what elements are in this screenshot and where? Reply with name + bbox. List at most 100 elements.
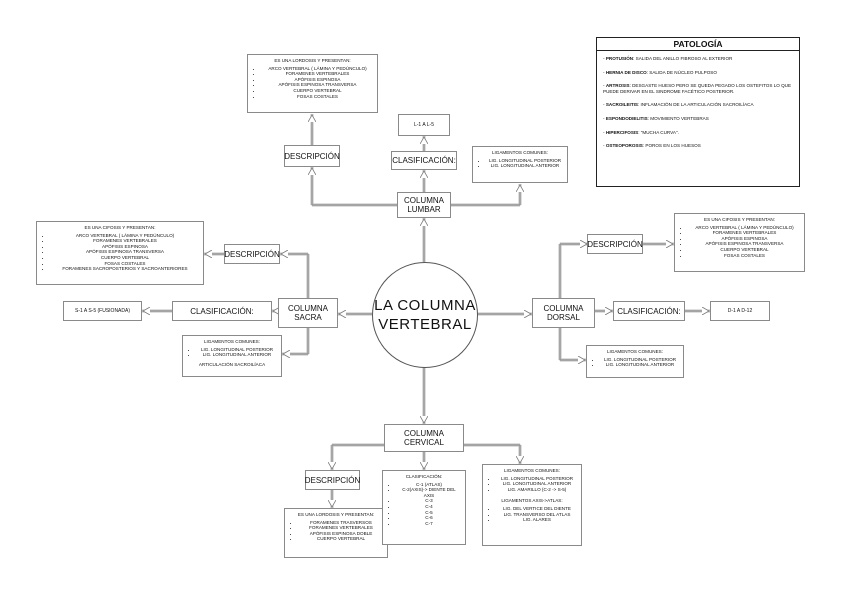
patologia-term: ESPONDODIELITIS: [605, 115, 648, 121]
list-item: FORAMENES VERTEBRALES: [51, 238, 199, 244]
dorsal-descripcion-box: ES UNA CIFOSIS Y PRESENTAN: ARCO VERTEBR…: [674, 213, 805, 272]
list-item: FOSAS COSTALES: [51, 261, 199, 267]
patologia-item: - HERNIA DE DISCO: SALIDA DE NÚCLEO PULP…: [603, 69, 717, 75]
list-item: LIG. LONGITUDINAL POSTERIOR: [497, 476, 577, 482]
patologia-term: SACROILEITIS: [605, 102, 638, 108]
lumbar-clasificacion-label: CLASIFICACIÓN:: [391, 151, 457, 170]
sacra-ligamentos-box: LIGAMENTOS COMUNES: LIG. LONGITUDINAL PO…: [182, 335, 282, 377]
patologia-term: HERNIA DE DISCO: [605, 69, 647, 75]
patologia-item: - HIPERCIFOSIS: "MUCHA CURVA".: [603, 129, 679, 135]
list-item: C-1 (ATLAS): [397, 482, 461, 488]
lumbar-descripcion-box: ES UNA LORDOSIS Y PRESENTAN: ARCO VERTEB…: [247, 54, 378, 113]
list-item: FORAMENES VERTEBRALES: [689, 230, 800, 236]
sacra-title-line1: COLUMNA: [287, 304, 328, 313]
list-item: CUERPO VERTEBRAL: [262, 88, 373, 94]
list-item: LIG. LONGITUDINAL ANTERIOR: [601, 362, 679, 368]
list-item: FORAMENES VERTEBRALES: [262, 71, 373, 77]
lumbar-desc-intro: ES UNA LORDOSIS Y PRESENTAN:: [274, 58, 351, 63]
cervical-desc-intro: ES UNA LORDOSIS Y PRESENTAN:: [297, 512, 375, 517]
list-item: APÓFISIS ESPINOSA: [51, 244, 199, 250]
list-item: CUERPO VERTEBRAL: [689, 247, 800, 253]
cervical-clasificacion-box: CLASIFICACIÓN: C-1 (ATLAS) C-2(AXIS)-> D…: [382, 470, 466, 545]
patologia-item: - PROTUSIÓN: SALIDA DEL ANILLO FIBROSO A…: [603, 56, 733, 61]
patologia-text: : SALIDA DE NÚCLEO PULPOSO: [646, 69, 717, 75]
list-item: LIG. LONGITUDINAL ANTERIOR: [487, 163, 563, 169]
patologia-box: PATOLOGÍA - PROTUSIÓN: SALIDA DEL ANILLO…: [596, 37, 800, 187]
list-item: FOSAS COSTALES: [262, 94, 373, 100]
cervical-descripcion-box: ES UNA LORDOSIS Y PRESENTAN: FORAMENES T…: [284, 508, 388, 558]
list-item: LIG. ALARES: [497, 517, 577, 523]
list-item: FORAMENES VERTEBRALES: [299, 525, 383, 531]
sacra-clasificacion-value: S-1 A S-5 (FUSIONADA): [63, 301, 142, 321]
cervical-clasificacion-title: CLASIFICACIÓN:: [405, 474, 443, 479]
list-item: LIG. LONGITUDINAL POSTERIOR: [197, 347, 277, 353]
dorsal-clasificacion-value: D-1 A D-12: [710, 301, 770, 321]
cervical-title-line2: CERVICAL: [404, 438, 444, 447]
list-item: FORAMENES TRASVERSOS: [299, 520, 383, 526]
lumbar-clasificacion-value: L-1 A L-5: [398, 114, 450, 136]
center-title-line1: LA COLUMNA: [374, 297, 476, 314]
list-item: APÓFISIS ESPINOSA TRANSVERSA: [689, 241, 800, 247]
patologia-item: - OSTEOPOROSIS: POROS EN LOS HUESOS: [603, 143, 701, 149]
patologia-item: - ESPONDODIELITIS: MOVIMIENTO VERTEBRAS: [603, 115, 709, 121]
dorsal-desc-intro: ES UNA CIFOSIS Y PRESENTAN:: [704, 217, 775, 222]
list-item: LIG. DEL VERTICE DEL DIENTE: [497, 506, 577, 512]
sacra-lig-title: LIGAMENTOS COMUNES:: [203, 339, 261, 344]
sacra-clasificacion-label: CLASIFICACIÓN:: [172, 301, 272, 321]
sacra-lig-extra: ARTICULACIÓN SACROILÍACA: [198, 361, 266, 367]
list-item: APÓFISIS ESPINOSA TRANSVERSA: [262, 82, 373, 88]
list-item: LIG. LONGITUDINAL POSTERIOR: [487, 158, 563, 164]
list-item: LIG. AMARILLO (C-2 -> S-5): [497, 487, 577, 493]
dorsal-title-line2: DORSAL: [547, 313, 580, 322]
list-item: ARCO VERTEBRAL ( LÁMINA Y PEDÚNCULO): [51, 233, 199, 239]
sacra-descripcion-box: ES UNA CIFOSIS Y PRESENTAN: ARCO VERTEBR…: [36, 221, 204, 285]
patologia-text: : MOVIMIENTO VERTEBRAS: [647, 115, 709, 121]
list-item: LIG. LONGITUDINAL POSTERIOR: [601, 357, 679, 363]
sacra-title-line2: SACRA: [294, 313, 322, 322]
patologia-term: OSTEOPOROSIS: [605, 143, 643, 149]
list-item: APÓFISIS ESPINOSA DOBLE: [299, 531, 383, 537]
cervical-lig2-title: LIGAMENTOS AXIS->ATLAS:: [501, 498, 563, 504]
list-item: C-5: [397, 510, 461, 516]
dorsal-descripcion-label: DESCRIPCIÓN: [587, 234, 643, 254]
list-item: C-2(AXIS)-> DIENTE DEL AXIS: [397, 487, 461, 498]
patologia-text: : INFLAMACIÓN DE LA ARTICULACIÓN SACROIL…: [637, 102, 754, 108]
list-item: APÓFISIS ESPINOSA: [262, 77, 373, 83]
patologia-term: PROTUSIÓN: [605, 56, 634, 61]
dorsal-ligamentos-box: LIGAMENTOS COMUNES: LIG. LONGITUDINAL PO…: [586, 345, 684, 378]
sacra-desc-intro: ES UNA CIFOSIS Y PRESENTAN:: [84, 225, 156, 230]
lumbar-ligamentos-box: LIGAMENTOS COMUNES: LIG. LONGITUDINAL PO…: [472, 146, 568, 183]
list-item: LIG. TRANSVERSO DEL ATLAS: [497, 512, 577, 518]
list-item: CUERPO VERTEBRAL: [299, 536, 383, 542]
patologia-item: - SACROILEITIS: INFLAMACIÓN DE LA ARTICU…: [603, 102, 754, 108]
list-item: FOSAS COSTALES: [689, 253, 800, 259]
patologia-text: : SALIDA DEL ANILLO FIBROSO AL EXTERIOR: [633, 56, 733, 61]
patologia-item: - ARTROSIS: DESGASTE HUESO PERO SE QUEDA…: [603, 83, 792, 94]
list-item: LIG. LONGITUDINAL ANTERIOR: [497, 481, 577, 487]
list-item: APÓFISIS ESPINOSA TRANSVERSA: [51, 249, 199, 255]
center-title-line2: VERTEBRAL: [378, 316, 472, 333]
list-item: FORAMENES SACROPOSTERIOS Y SACROANTERIOR…: [51, 266, 199, 272]
cervical-descripcion-label: DESCRIPCIÓN: [305, 470, 360, 490]
lumbar-lig-title: LIGAMENTOS COMUNES:: [491, 150, 549, 155]
cervical-title-line1: COLUMNA: [403, 429, 444, 438]
patologia-text: : POROS EN LOS HUESOS: [642, 143, 701, 149]
list-item: ARCO VERTEBRAL ( LÁMINA Y PEDÚNCULO): [689, 225, 800, 231]
list-item: LIG. LONGITUDINAL ANTERIOR: [197, 352, 277, 358]
list-item: C-4: [397, 504, 461, 510]
patologia-title: PATOLOGÍA: [597, 38, 799, 51]
list-item: ARCO VERTEBRAL ( LÁMINA Y PEDÚNCULO): [262, 66, 373, 72]
patologia-term: ARTROSIS: [605, 83, 630, 89]
dorsal-title-line1: COLUMNA: [543, 304, 584, 313]
list-item: C-7: [397, 521, 461, 527]
dorsal-lig-title: LIGAMENTOS COMUNES:: [606, 349, 664, 354]
dorsal-clasificacion-label: CLASIFICACIÓN:: [613, 301, 685, 321]
cervical-ligamentos-box: LIGAMENTOS COMUNES: LIG. LONGITUDINAL PO…: [482, 464, 582, 546]
patologia-term: HIPERCIFOSIS: [605, 129, 639, 135]
list-item: APÓFISIS ESPINOSA: [689, 236, 800, 242]
list-item: C-3: [397, 498, 461, 504]
